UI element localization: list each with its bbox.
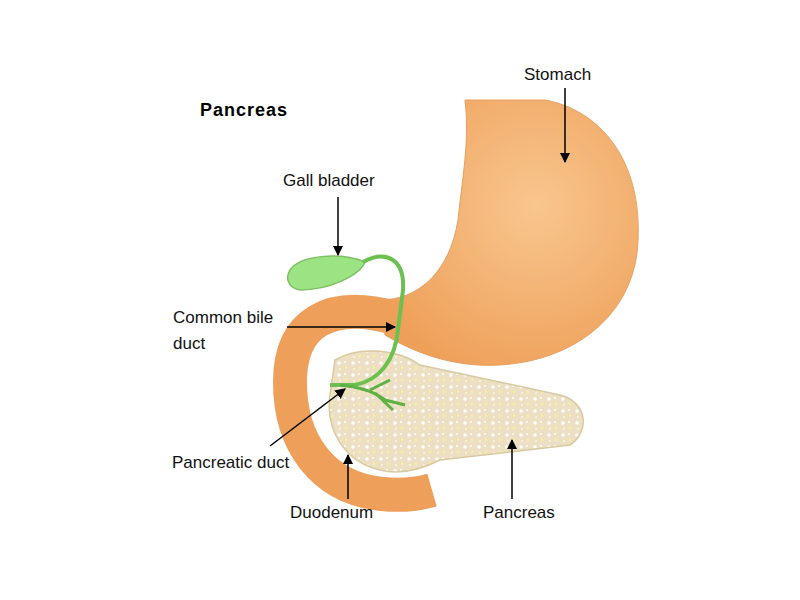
part-label: Duodenum: [290, 500, 373, 526]
gall-bladder-shape: [288, 256, 365, 290]
stomach-shape: [380, 100, 638, 365]
part-label: Pancreas: [483, 500, 555, 526]
part-label: Pancreatic duct: [172, 450, 289, 476]
pancreatic-duct-shape: [340, 380, 405, 410]
part-label: Gall bladder: [283, 168, 375, 194]
part-label: Common bile duct: [173, 305, 285, 357]
part-label: Stomach: [524, 62, 591, 88]
bile-duct-shape: [330, 257, 403, 385]
diagram-title: Pancreas: [200, 100, 288, 121]
pancreas-shape: [329, 351, 583, 472]
leader-lines: [270, 88, 565, 499]
